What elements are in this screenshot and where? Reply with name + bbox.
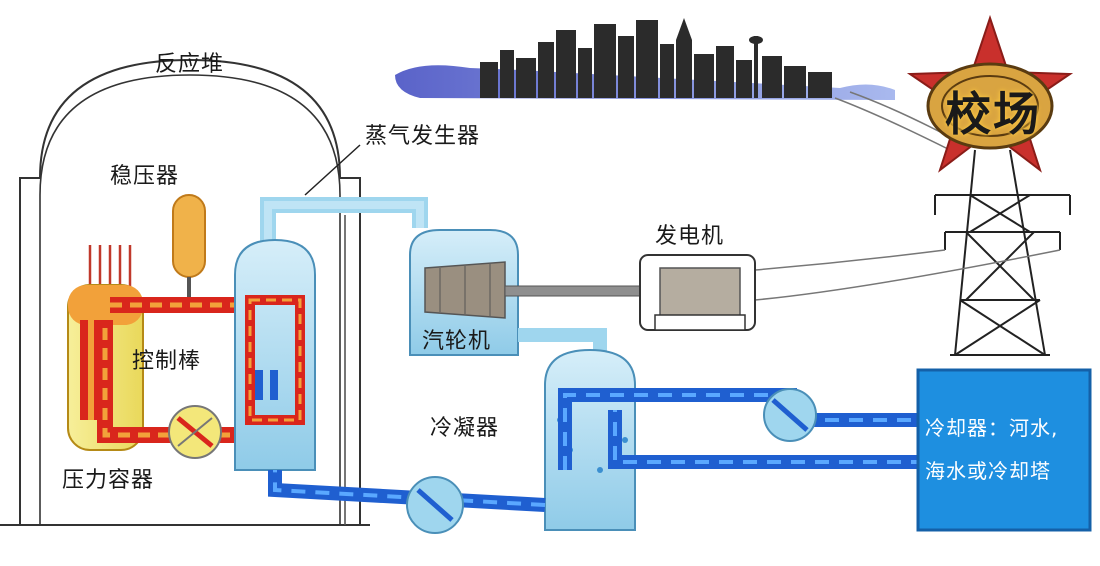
label-control-rods: 控制棒 xyxy=(132,349,202,374)
cooling-pump-icon xyxy=(763,388,817,442)
steam-gen-leader xyxy=(304,144,361,196)
label-cooler-line1: 冷却器：河水, xyxy=(925,416,1059,440)
logo-text: 校场 xyxy=(945,87,1041,141)
generator-icon xyxy=(639,254,756,331)
turbine-icon xyxy=(409,229,519,356)
label-reactor: 反应堆 xyxy=(155,52,225,77)
steam-generator xyxy=(234,238,316,471)
cooler-box xyxy=(916,368,1092,532)
label-pressurizer: 稳压器 xyxy=(110,164,180,189)
label-pressure-vessel: 压力容器 xyxy=(62,468,155,493)
feedwater-pump-icon xyxy=(406,476,464,534)
turbine-shaft xyxy=(504,285,656,297)
containment-dome xyxy=(19,58,361,526)
pressurizer xyxy=(172,194,206,300)
label-cooler-line2: 海水或冷却塔 xyxy=(925,459,1051,483)
city-skyline-icon xyxy=(395,18,895,100)
label-condenser: 冷凝器 xyxy=(430,416,500,441)
containment-inner xyxy=(39,74,341,525)
label-generator: 发电机 xyxy=(655,224,725,249)
label-turbine: 汽轮机 xyxy=(422,329,492,354)
red-star-logo-icon xyxy=(906,14,1074,173)
transmission-tower-icon xyxy=(934,149,1071,356)
label-steam-generator: 蒸气发生器 xyxy=(365,124,481,149)
pump-icon xyxy=(168,405,222,459)
